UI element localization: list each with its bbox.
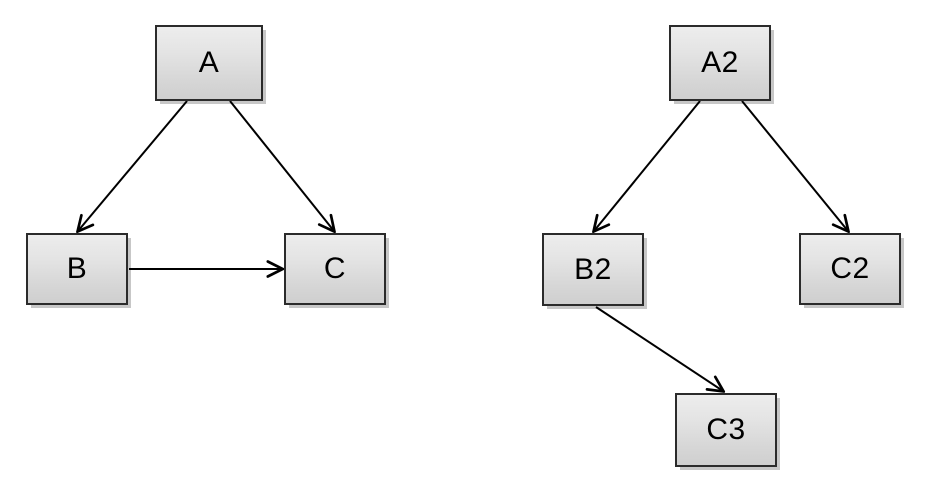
node-c3[interactable]: C3 (675, 393, 777, 467)
node-label: B (66, 252, 88, 285)
node-label: C2 (830, 252, 870, 285)
edge-a-to-c (229, 100, 334, 231)
edge-a2-to-b2 (594, 100, 701, 231)
node-label: A (198, 46, 220, 79)
node-b2[interactable]: B2 (542, 233, 644, 306)
node-label: A2 (701, 46, 739, 79)
node-a2[interactable]: A2 (669, 25, 771, 101)
node-c2[interactable]: C2 (799, 233, 901, 305)
node-label: C3 (706, 413, 746, 446)
edge-b2-to-c3 (595, 306, 723, 391)
node-label: C (323, 252, 347, 285)
node-c[interactable]: C (284, 233, 386, 305)
node-b[interactable]: B (26, 233, 128, 305)
edge-a-to-b (78, 100, 188, 231)
node-a[interactable]: A (155, 25, 263, 101)
edge-a2-to-c2 (741, 100, 848, 231)
node-label: B2 (574, 252, 612, 286)
edges-group (78, 100, 848, 391)
